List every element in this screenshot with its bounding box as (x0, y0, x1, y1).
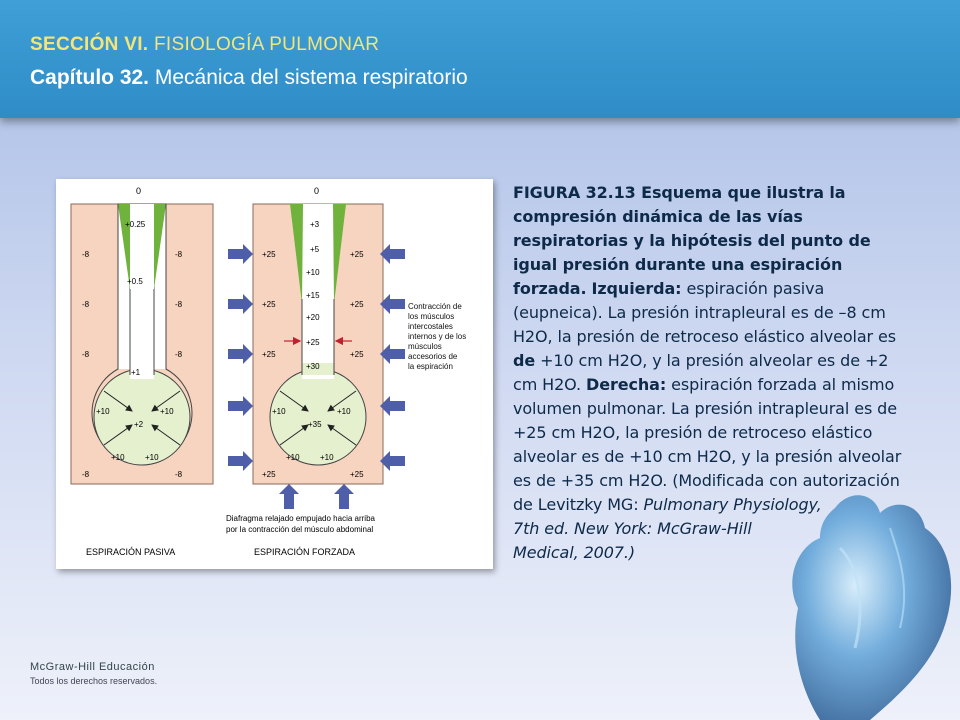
right-panel: 0 +3 +5 +10 +15 +20 +25 +30 +25 +25 +25 … (226, 186, 466, 557)
svg-text:la espiración: la espiración (408, 362, 453, 371)
left-panel-title: ESPIRACIÓN PASIVA (86, 547, 175, 557)
left-airway-label: +0.5 (127, 277, 143, 286)
right-pleural-label: +25 (350, 250, 364, 259)
caption-text-a: espiración pasiva (eupneica). La presión… (513, 279, 896, 346)
airway-wall-right-a (290, 204, 303, 304)
right-airway-label: +3 (310, 220, 320, 229)
left-airway-label: +1 (131, 368, 141, 377)
right-alveolar-label: +10 (320, 453, 334, 462)
right-airway-label: +15 (306, 291, 320, 300)
right-alveolar-label: +10 (272, 407, 286, 416)
right-airway-label: +25 (306, 338, 320, 347)
caption-publisher: Medical, 2007.) (513, 543, 636, 562)
right-pleural-label: +25 (262, 300, 276, 309)
right-pleural-label: +25 (350, 470, 364, 479)
left-alveolar-center: +2 (134, 420, 144, 429)
airway-wall-left-b (154, 204, 166, 289)
caption-title: FIGURA 32.13 Esquema que ilustra la comp… (513, 183, 871, 298)
diaphragm-note-line1: Diafragma relajado empujado hacia arriba (226, 514, 376, 523)
right-alveolar-label: +10 (337, 407, 351, 416)
left-pleural-label: -8 (175, 350, 183, 359)
left-pleural-label: -8 (175, 470, 183, 479)
left-pleural-label: -8 (82, 470, 90, 479)
right-pleural-label: +25 (262, 250, 276, 259)
airway-wall-right-b (333, 204, 346, 304)
footer-rights: Todos los derechos reservados. (30, 676, 158, 686)
left-alveolar-label: +10 (160, 407, 174, 416)
right-airway-label: +20 (306, 313, 320, 322)
svg-text:internos y de los: internos y de los (408, 332, 466, 341)
svg-text:los músculos: los músculos (408, 312, 454, 321)
muscle-note: Contracción de los músculos intercostale… (408, 302, 466, 371)
figure-image: 0 +0.25 +0.5 +1 -8 -8 -8 -8 -8 -8 -8 -8 … (56, 179, 493, 569)
alveolus-left (93, 368, 191, 466)
caption-book: Pulmonary Physiology, (643, 495, 822, 514)
left-airway-label: +0.25 (125, 220, 146, 229)
caption-right-label: Derecha: (586, 375, 667, 394)
right-panel-title: ESPIRACIÓN FORZADA (254, 547, 355, 557)
left-pleural-label: -8 (175, 250, 183, 259)
left-pleural-label: -8 (82, 300, 90, 309)
slide-header: SECCIÓN VI. FISIOLOGÍA PULMONAR Capítulo… (0, 0, 960, 118)
left-pleural-label: -8 (175, 300, 183, 309)
svg-text:intercostales: intercostales (408, 322, 453, 331)
left-alveolar-label: +10 (145, 453, 159, 462)
caption-text-b: +10 cm H2O, y la presión alveolar es de … (513, 351, 889, 394)
airway-wall-left-a (118, 204, 130, 289)
right-airway-label: +5 (310, 245, 320, 254)
airway-compression-diagram: 0 +0.25 +0.5 +1 -8 -8 -8 -8 -8 -8 -8 -8 … (70, 186, 466, 557)
right-airway-label: +10 (306, 268, 320, 277)
svg-text:músculos: músculos (408, 342, 442, 351)
svg-text:accesorios de: accesorios de (408, 352, 458, 361)
diaphragm-arrows (279, 484, 354, 509)
right-pleural-label: +25 (262, 350, 276, 359)
left-pleural-label: -8 (82, 350, 90, 359)
footer-brand: McGraw-Hill Educación (30, 661, 155, 673)
right-pleural-label: +25 (262, 470, 276, 479)
compression-arrows-left (228, 244, 253, 471)
left-alveolar-label: +10 (111, 453, 125, 462)
caption-edition: 7th ed. New York: McGraw-Hill (513, 519, 752, 538)
figure-caption: FIGURA 32.13 Esquema que ilustra la comp… (513, 181, 908, 565)
heart-illustration (792, 495, 952, 720)
compression-arrows-right (380, 244, 405, 471)
svg-text:Contracción de: Contracción de (408, 302, 462, 311)
left-alveolar-label: +10 (96, 407, 110, 416)
right-pleural-label: +25 (350, 300, 364, 309)
left-pleural-label: -8 (82, 250, 90, 259)
right-alveolar-center: +35 (308, 420, 322, 429)
right-alveolar-label: +10 (286, 453, 300, 462)
section-title: SECCIÓN VI. FISIOLOGÍA PULMONAR (30, 34, 380, 55)
left-top-pressure: 0 (136, 186, 141, 196)
chapter-title: Capítulo 32. Mecánica del sistema respir… (30, 66, 468, 89)
right-top-pressure: 0 (314, 186, 319, 196)
left-panel: 0 +0.25 +0.5 +1 -8 -8 -8 -8 -8 -8 -8 -8 … (70, 186, 214, 557)
caption-text-c: espiración forzada al mismo volumen pulm… (513, 375, 902, 514)
alveolus-right (269, 368, 367, 466)
caption-de-word: de (513, 351, 536, 370)
right-pleural-label: +25 (350, 350, 364, 359)
diaphragm-note-line2: por la contracción del músculo abdominal (226, 525, 373, 534)
right-airway-label: +30 (306, 362, 320, 371)
caption-left-label: Izquierda: (591, 279, 682, 298)
